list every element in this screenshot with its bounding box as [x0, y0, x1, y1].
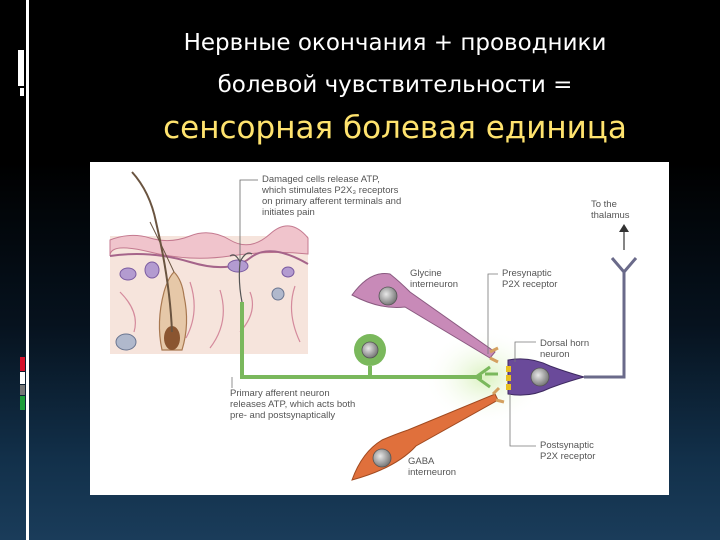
label-thalamus-1: To the — [591, 199, 617, 210]
slide-title-line-1: Нервные окончания + проводники — [183, 30, 607, 56]
synapse-glow — [423, 329, 547, 425]
diagram-labels: Damaged cells release ATP, which stimula… — [230, 174, 630, 478]
decor-block-top — [18, 50, 24, 86]
arrow-to-thalamus-icon — [619, 224, 629, 250]
label-dorsal-1: Dorsal horn — [540, 338, 589, 349]
slide-title-highlight: сенсорная болевая единица — [163, 110, 627, 146]
label-postsynaptic-1: Postsynaptic — [540, 440, 594, 451]
label-damaged-4: initiates pain — [262, 207, 315, 218]
dorsal-horn-neuron — [506, 257, 638, 396]
skin-nerve-ending — [229, 252, 253, 303]
label-presynaptic-2: P2X receptor — [502, 279, 557, 290]
label-primary-2: releases ATP, which acts both — [230, 399, 355, 410]
label-glycine-2: interneuron — [410, 279, 458, 290]
decor-block-green — [20, 396, 25, 410]
label-thalamus-2: thalamus — [591, 210, 630, 221]
label-postsynaptic-2: P2X receptor — [540, 451, 595, 462]
label-gaba-2: interneuron — [408, 467, 456, 478]
decor-block-red — [20, 357, 25, 371]
label-glycine-1: Glycine — [410, 268, 442, 279]
label-primary-1: Primary afferent neuron — [230, 388, 330, 399]
primary-afferent-neuron — [240, 302, 498, 389]
label-gaba-1: GABA — [408, 456, 435, 467]
slide-title-line-2: болевой чувствительности = — [217, 72, 573, 98]
label-presynaptic-1: Presynaptic — [502, 268, 552, 279]
label-damaged-2: which stimulates P2X₃ receptors — [261, 185, 399, 196]
callout-line-damaged — [239, 179, 258, 260]
glycine-interneuron — [351, 272, 499, 364]
label-primary-3: pre- and postsynaptically — [230, 410, 335, 421]
callout-lines — [231, 273, 536, 447]
pain-unit-diagram: Damaged cells release ATP, which stimula… — [109, 171, 638, 481]
label-damaged-3: on primary afferent terminals and — [262, 196, 401, 207]
decor-block-top-2 — [20, 88, 24, 96]
decor-block-gray — [20, 385, 25, 395]
gaba-interneuron — [351, 386, 505, 481]
label-dorsal-2: neuron — [540, 349, 570, 360]
skin-tissue — [109, 171, 309, 354]
left-vertical-bar — [26, 0, 29, 540]
label-damaged-1: Damaged cells release ATP, — [262, 174, 380, 185]
diagram-panel: Damaged cells release ATP, which stimula… — [90, 162, 669, 495]
decor-block-white — [20, 372, 25, 384]
